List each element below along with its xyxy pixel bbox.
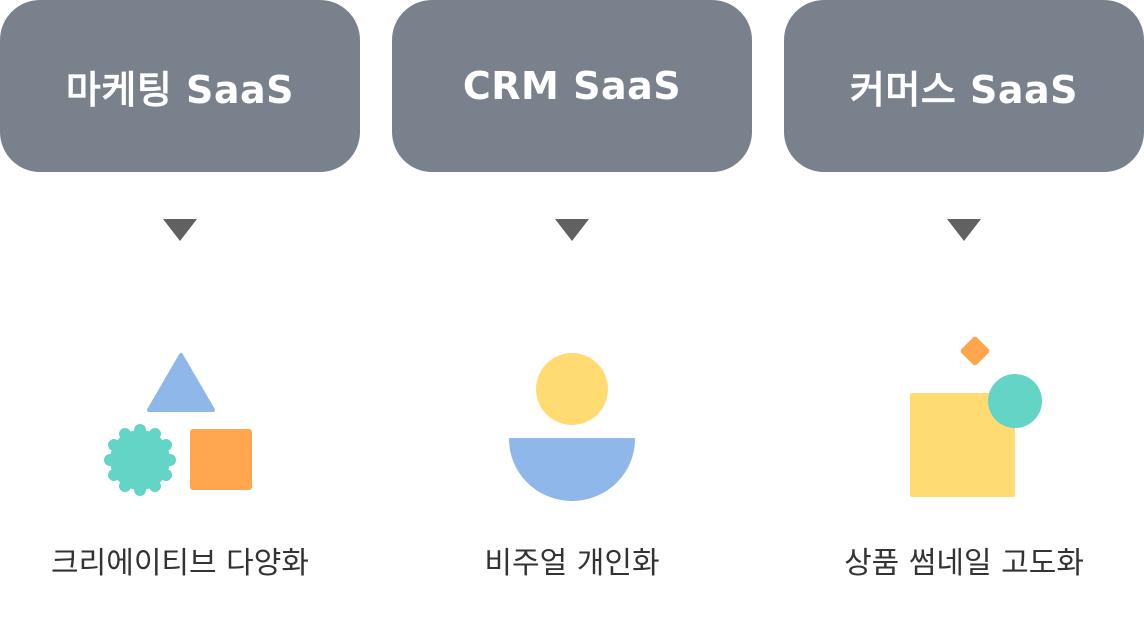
flower-shape	[104, 424, 176, 496]
column-commerce-saas: 커머스 SaaS 상품 썸네일 고도화	[784, 0, 1144, 618]
circle-shape	[988, 374, 1042, 428]
header-label-crm: CRM SaaS	[462, 64, 682, 108]
header-label-commerce: 커머스 SaaS	[849, 67, 1079, 112]
header-label-marketing: 마케팅 SaaS	[65, 67, 295, 112]
square-shape	[190, 429, 252, 490]
header-box-marketing: 마케팅 SaaS	[0, 0, 360, 172]
down-arrow-icon	[163, 219, 197, 241]
caption-marketing: 크리에이티브 다양화	[51, 546, 309, 581]
half-circle-shape	[509, 438, 635, 501]
column-crm-saas: CRM SaaS 비주얼 개인화	[392, 0, 752, 618]
large-square-shape	[910, 393, 1015, 497]
column-marketing-saas: 마케팅 SaaS	[0, 0, 360, 618]
shapes-triangle-flower-square-icon	[104, 353, 252, 496]
square-circle-diamond-icon	[910, 336, 1042, 497]
header-box-crm: CRM SaaS	[392, 0, 752, 172]
person-circle-halfcircle-icon	[509, 353, 635, 501]
head-circle-shape	[536, 353, 608, 425]
caption-crm: 비주얼 개인화	[484, 546, 660, 581]
header-box-commerce: 커머스 SaaS	[784, 0, 1144, 172]
caption-commerce: 상품 썸네일 고도화	[844, 546, 1084, 581]
triangle-shape	[147, 353, 215, 412]
down-arrow-icon	[555, 219, 589, 241]
diamond-shape	[960, 336, 990, 366]
down-arrow-icon	[947, 219, 981, 241]
